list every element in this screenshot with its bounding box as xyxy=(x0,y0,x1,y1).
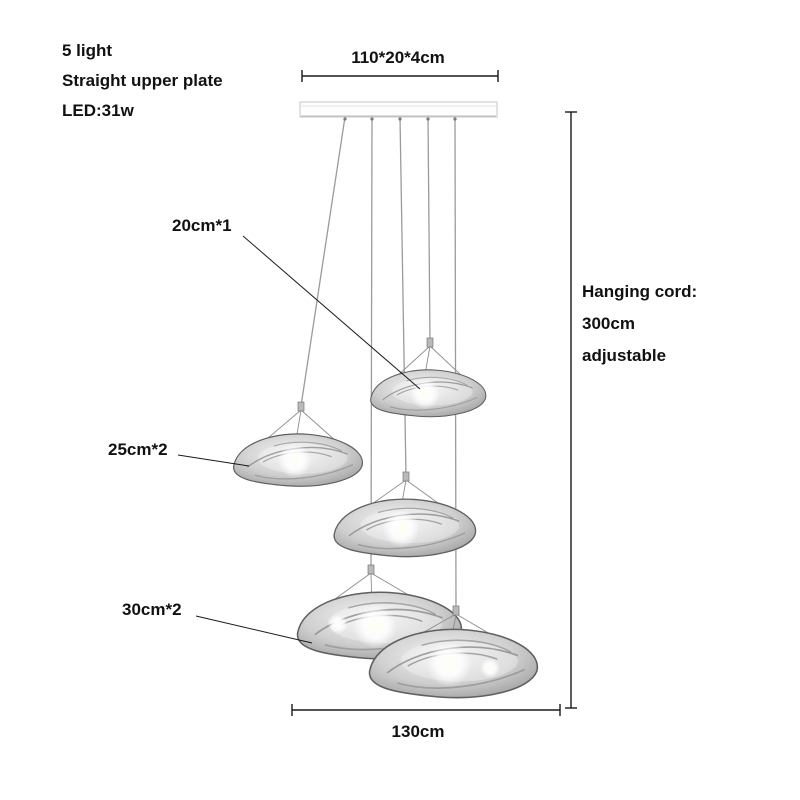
led-point xyxy=(334,620,342,628)
cord-note-line-3: adjustable xyxy=(582,346,667,365)
lamp-30cm-left xyxy=(296,564,463,660)
spec-line-led-wattage: LED:31w xyxy=(62,101,134,120)
lamp-20cm xyxy=(370,337,487,418)
lamp-30cm-right xyxy=(368,605,539,699)
ceiling-plate xyxy=(299,101,498,118)
lamp-25cm-middle xyxy=(333,471,477,558)
callout-pointer-lines xyxy=(177,235,421,644)
shade-25cm-a xyxy=(232,433,364,487)
spec-line-plate-type: Straight upper plate xyxy=(62,71,223,90)
led-point xyxy=(486,664,494,672)
cord-connector xyxy=(426,337,434,348)
shade-25cm-b xyxy=(333,498,477,558)
cord-connector xyxy=(297,401,305,412)
plate-dimension-line xyxy=(301,70,499,82)
cord-connector xyxy=(402,471,410,482)
plate-dimension-label: 110*20*4cm xyxy=(351,48,445,67)
shade-20cm xyxy=(370,369,487,418)
cord-length-dimension-line xyxy=(565,111,577,709)
cord-note-line-1: Hanging cord: xyxy=(582,282,698,301)
overall-width-label: 130cm xyxy=(391,722,445,741)
spec-block: 5 light Straight upper plate LED:31w xyxy=(62,36,223,126)
hanging-cord-note: Hanging cord: 300cm adjustable xyxy=(582,276,697,372)
cord-connector xyxy=(367,564,375,575)
callout-shade-30cm: 30cm*2 xyxy=(122,600,182,619)
overall-width-dimension-line xyxy=(291,704,561,716)
spec-line-light-count: 5 light xyxy=(62,41,113,60)
callout-shade-25cm: 25cm*2 xyxy=(108,440,168,459)
cord-connector xyxy=(452,605,460,616)
cord-note-line-2: 300cm xyxy=(582,314,635,333)
cord-attachment-dots xyxy=(343,117,457,121)
callout-shade-20cm: 20cm*1 xyxy=(172,216,232,235)
lamp-25cm-left xyxy=(232,401,364,487)
